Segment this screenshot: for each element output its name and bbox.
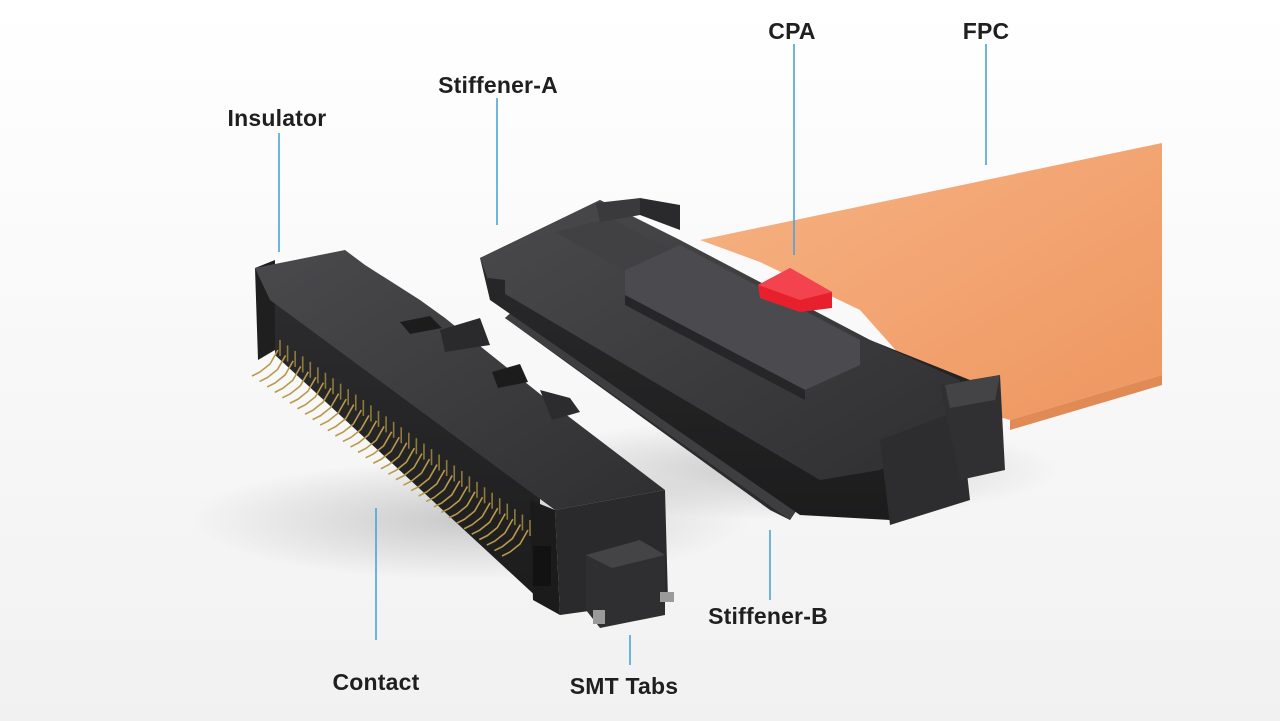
contact-pin — [501, 529, 529, 557]
label-fpc: FPC — [962, 18, 1010, 44]
contact-pin — [297, 382, 325, 410]
contact-pin — [463, 502, 491, 530]
label-cpa: CPA — [768, 18, 816, 44]
contact-pin — [441, 485, 469, 514]
label-contact: Contact — [332, 669, 420, 695]
insulator-body — [255, 250, 674, 628]
contact-pin — [471, 507, 499, 535]
contact-pin — [448, 491, 476, 519]
contact-pins — [251, 340, 531, 557]
contact-pin — [327, 404, 355, 432]
contact-pin — [259, 355, 287, 383]
contact-pin — [365, 431, 393, 459]
contact-pin — [342, 415, 370, 443]
contact-pin — [418, 469, 446, 497]
contact-pin — [478, 513, 506, 541]
contact-pin — [251, 349, 279, 377]
label-stiffener-b: Stiffener-B — [708, 603, 828, 629]
label-stiffener-a: Stiffener-A — [438, 72, 558, 98]
label-insulator: Insulator — [227, 105, 327, 131]
contact-pin — [274, 365, 302, 394]
leader-lines — [278, 44, 987, 665]
contact-pin — [433, 480, 461, 508]
contact-pin — [334, 409, 363, 437]
contact-pin — [494, 524, 522, 552]
contact-pin — [312, 393, 340, 421]
contact-pin — [425, 475, 453, 503]
label-smt-tabs: SMT Tabs — [569, 673, 679, 699]
contact-pin — [266, 360, 294, 388]
fpc-ribbon — [700, 143, 1162, 430]
contact-pin — [357, 425, 385, 454]
contact-pin — [281, 371, 309, 399]
contact-pin — [350, 420, 378, 448]
contact-pin — [410, 464, 438, 492]
contact-pin — [289, 376, 317, 404]
contact-pin — [395, 453, 423, 481]
cpa-clip — [758, 268, 832, 312]
contact-pin — [304, 387, 332, 415]
contact-pin — [388, 447, 416, 475]
contact-pin — [456, 496, 484, 524]
contact-pin — [319, 398, 347, 426]
plug-housing — [480, 198, 1005, 525]
contact-pin — [486, 518, 514, 546]
contact-pin — [403, 458, 431, 486]
contact-pin — [380, 442, 408, 470]
contact-pin — [372, 436, 400, 464]
